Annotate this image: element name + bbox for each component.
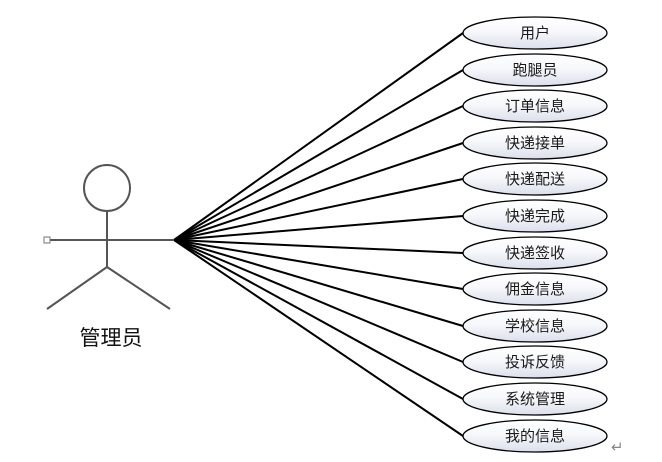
- association-line: [173, 105, 464, 241]
- use-case-ellipse: [462, 309, 608, 343]
- use-case-ellipse: [462, 345, 608, 379]
- use-case: 快递接单: [462, 126, 608, 160]
- association-line: [173, 239, 464, 254]
- use-case-label: 投诉反馈: [505, 353, 565, 371]
- return-arrow-icon: ↵: [611, 438, 624, 456]
- association-lines: [173, 32, 464, 437]
- use-case-ellipse: [462, 382, 608, 416]
- use-case-label: 跑腿员: [512, 61, 557, 79]
- association-line: [173, 239, 464, 327]
- use-case-label: 快递接单: [505, 134, 565, 152]
- use-case: 跑腿员: [462, 53, 608, 87]
- use-case: 订单信息: [462, 89, 608, 123]
- association-line: [173, 32, 464, 241]
- use-case-ellipse: [462, 199, 608, 233]
- use-case-label: 我的信息: [505, 427, 565, 445]
- use-case-label: 快递签收: [505, 244, 565, 262]
- use-case-ellipse: [462, 236, 608, 270]
- use-case: 我的信息: [462, 419, 608, 453]
- use-case-list: 用户跑腿员订单信息快递接单快递配送快递完成快递签收佣金信息学校信息投诉反馈系统管…: [462, 16, 608, 453]
- actor-left-leg: [46, 266, 108, 310]
- actor-label: 管理员: [80, 326, 143, 350]
- use-case-ellipse: [462, 53, 608, 87]
- actor-right-leg: [106, 266, 171, 310]
- use-case: 快递配送: [462, 162, 608, 196]
- use-case-label: 快递配送: [505, 170, 565, 188]
- use-case-label: 快递完成: [505, 207, 565, 225]
- association-line: [173, 239, 464, 437]
- use-case: 快递完成: [462, 199, 608, 233]
- association-line: [173, 239, 464, 363]
- use-case-label: 佣金信息: [505, 280, 565, 298]
- use-case: 学校信息: [462, 309, 608, 343]
- use-case-ellipse: [462, 126, 608, 160]
- use-case-label: 订单信息: [505, 97, 565, 115]
- use-case-ellipse: [462, 16, 608, 50]
- use-case: 系统管理: [462, 382, 608, 416]
- association-line: [173, 142, 464, 241]
- use-case-label: 用户: [520, 24, 550, 42]
- use-case-ellipse: [462, 272, 608, 306]
- use-case-label: 系统管理: [505, 390, 565, 408]
- actor: 管理员: [43, 164, 174, 350]
- use-case: 佣金信息: [462, 272, 608, 306]
- use-case-ellipse: [462, 162, 608, 196]
- association-line: [173, 239, 464, 400]
- actor-head: [83, 164, 131, 212]
- use-case: 快递签收: [462, 236, 608, 270]
- association-line: [173, 69, 464, 241]
- association-line: [173, 215, 464, 241]
- association-line: [173, 178, 464, 241]
- use-case: 用户: [462, 16, 608, 50]
- use-case-label: 学校信息: [505, 317, 565, 335]
- use-case: 投诉反馈: [462, 345, 608, 379]
- association-line: [173, 239, 464, 290]
- actor-arm-handle: [43, 236, 51, 244]
- use-case-ellipse: [462, 89, 608, 123]
- use-case-ellipse: [462, 419, 608, 453]
